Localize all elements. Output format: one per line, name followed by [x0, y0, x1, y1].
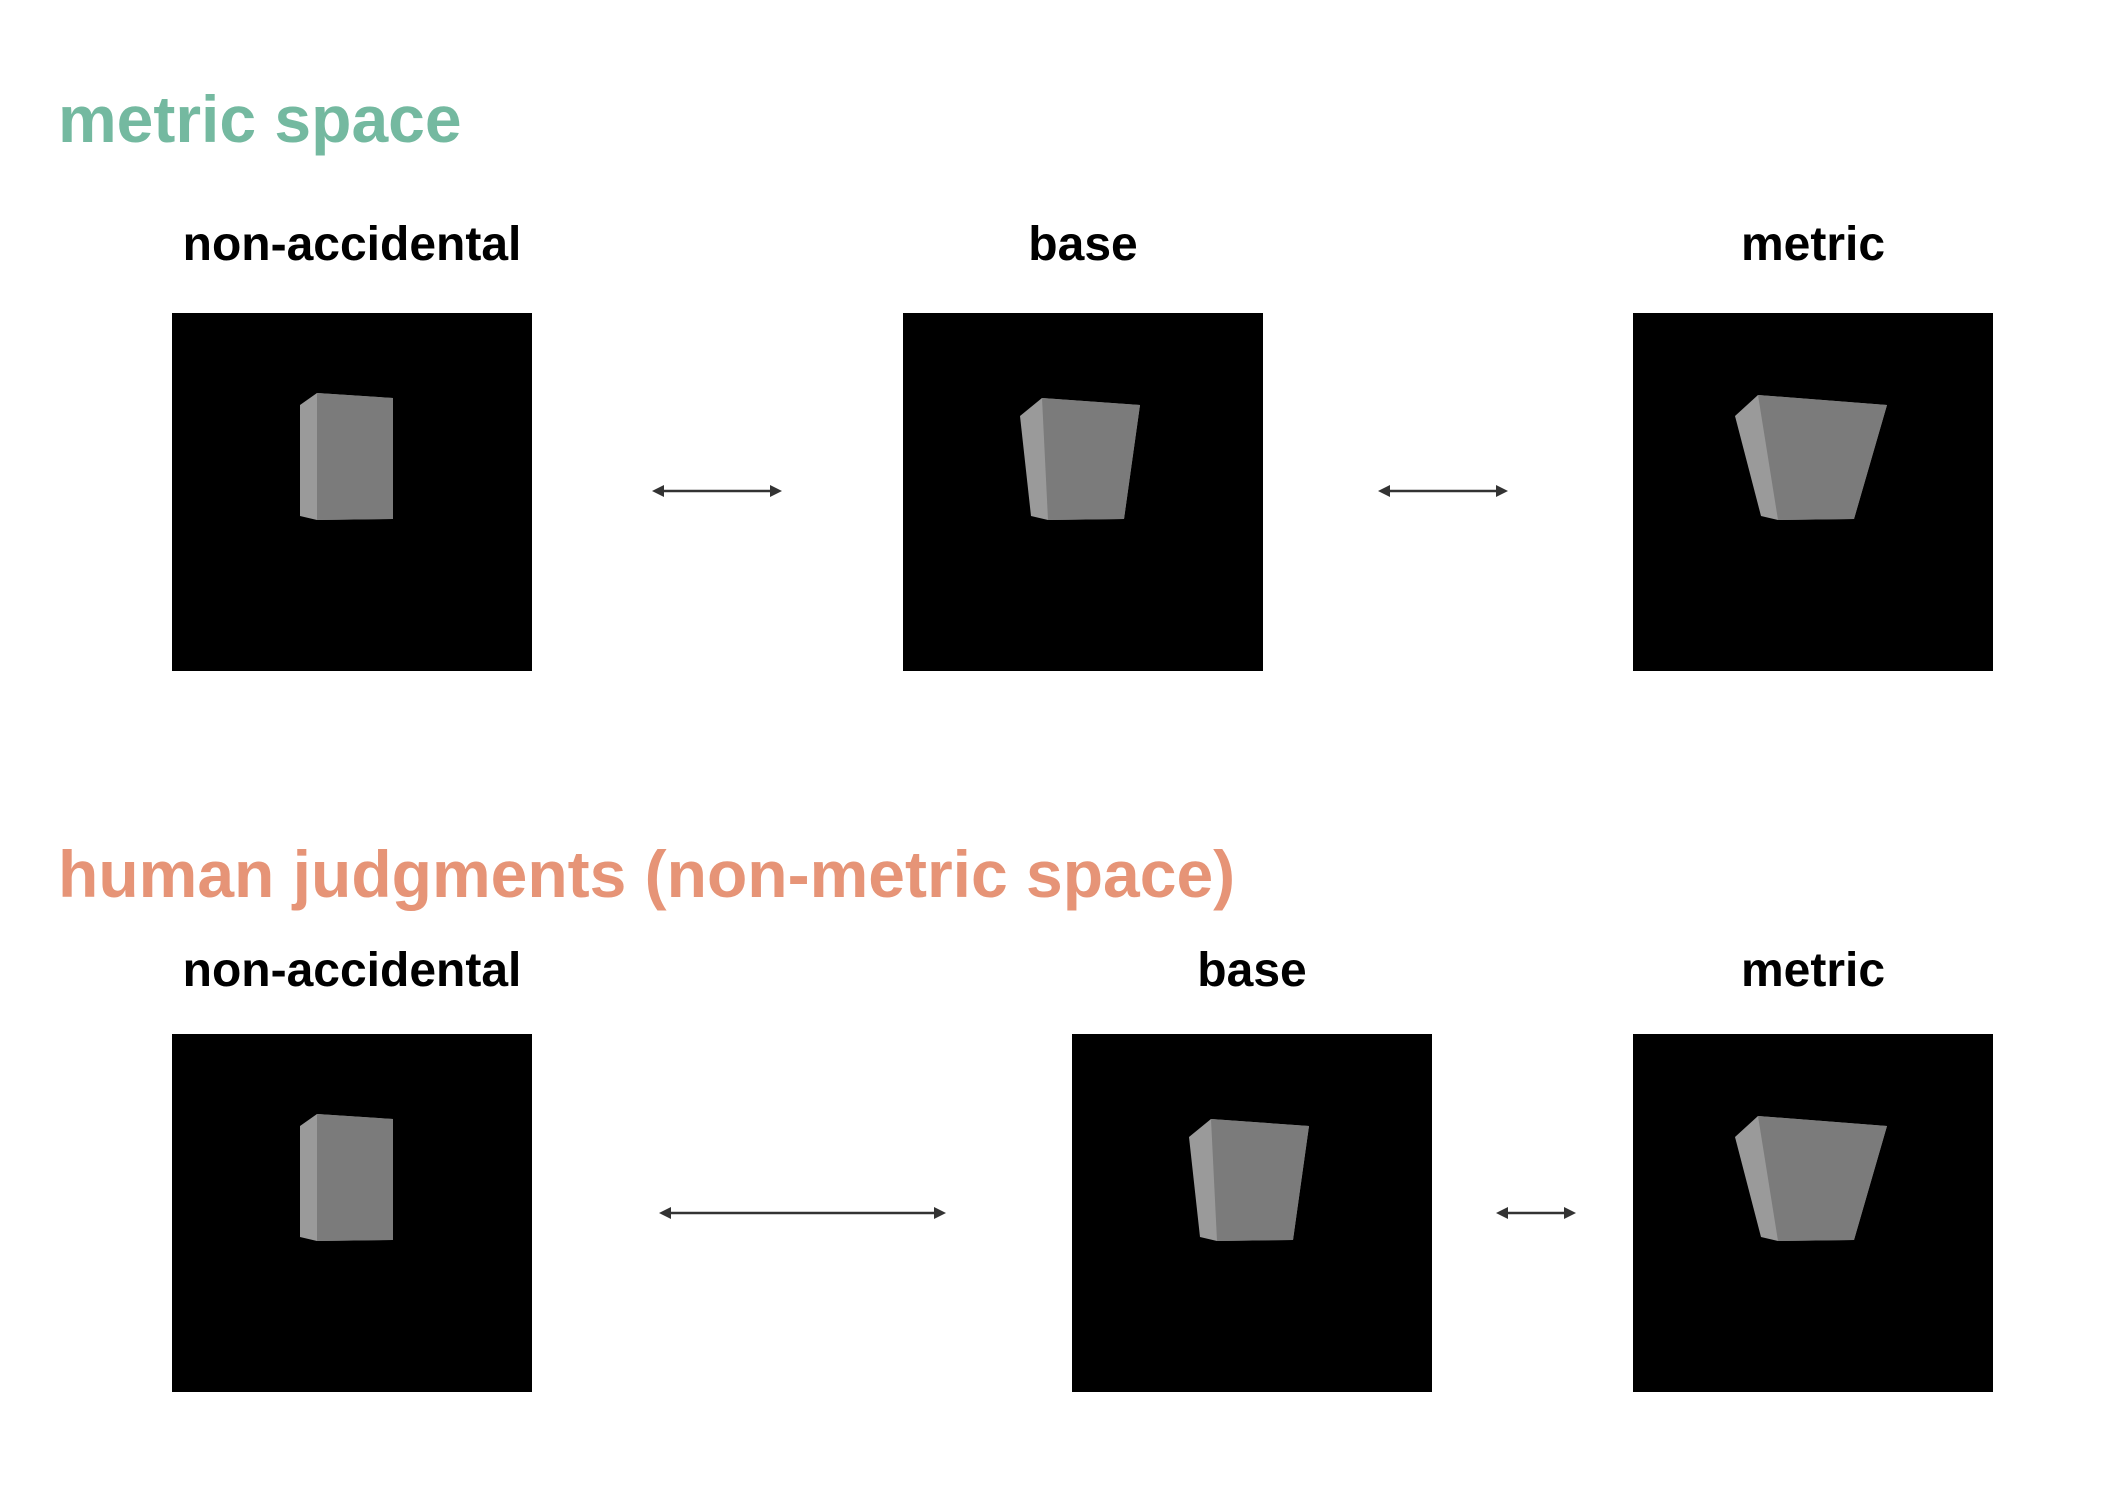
shape-non-accidental: [300, 1114, 393, 1241]
label-non-accidental: non-accidental: [182, 944, 522, 997]
similarity-arrow-short: [1378, 479, 1508, 503]
shape-non-accidental: [300, 393, 393, 520]
stimulus-image-metric: [1633, 1034, 1993, 1392]
section-title-metric-space: metric space: [58, 82, 462, 156]
shape-metric: [1735, 395, 1887, 520]
stimulus-image-base: [903, 313, 1263, 671]
stimulus-image-non-accidental: [172, 1034, 532, 1392]
label-non-accidental: non-accidental: [182, 218, 522, 271]
stimulus-image-non-accidental: [172, 313, 532, 671]
similarity-arrow-short: [1496, 1201, 1576, 1225]
label-base: base: [1028, 218, 1138, 271]
stimulus-image-base: [1072, 1034, 1432, 1392]
stimulus-image-metric: [1633, 313, 1993, 671]
shape-base: [1189, 1119, 1309, 1241]
label-base: base: [1197, 944, 1307, 997]
section-title-human-judgments: human judgments (non-metric space): [58, 837, 1236, 911]
similarity-arrow-short: [652, 479, 782, 503]
similarity-arrow-long: [659, 1201, 946, 1225]
shape-base: [1020, 398, 1140, 520]
label-metric: metric: [1740, 218, 1886, 271]
label-metric: metric: [1740, 944, 1886, 997]
shape-metric: [1735, 1116, 1887, 1241]
